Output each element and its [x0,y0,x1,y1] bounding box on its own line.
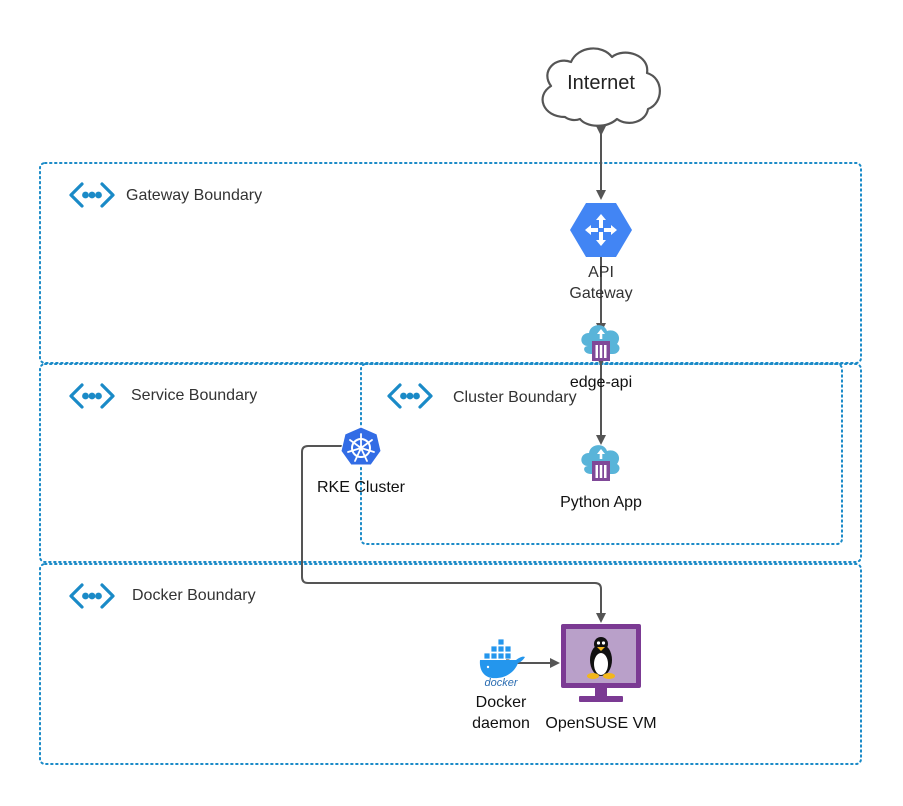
docker-daemon-node: docker Docker daemon [472,638,530,732]
api-gateway-label-line2: Gateway [569,285,632,302]
network-boundary-icon [69,583,115,609]
python-app-node: Python App [560,445,642,511]
docker-daemon-label-line2: daemon [472,715,530,732]
python-app-label: Python App [560,494,642,511]
api-gateway-icon [570,203,632,257]
network-boundary-icon [69,383,115,409]
api-gateway-node: API Gateway [569,203,633,302]
rke-cluster-label: RKE Cluster [317,479,406,496]
cloud-icon [541,47,661,127]
edge-api-node: edge-api [570,325,632,391]
internet-label: Internet [567,72,635,94]
opensuse-vm-node: OpenSUSE VM [545,624,657,732]
rke-vm-connector [301,441,606,623]
opensuse-vm-label: OpenSUSE VM [545,715,656,732]
docker-boundary-label: Docker Boundary [132,587,256,604]
docker-boundary: Docker Boundary [39,563,862,765]
gateway-boundary: Gateway Boundary [39,162,862,364]
edge-api-label: edge-api [570,374,632,391]
service-boundary-label: Service Boundary [131,387,257,404]
docker-logo-text: docker [484,677,518,689]
rke-cluster-node: RKE Cluster [317,426,406,496]
api-gateway-label-line1: API [588,264,614,281]
cloud-service-icon [581,325,620,361]
network-boundary-icon [69,182,115,208]
gateway-boundary-label: Gateway Boundary [126,187,262,204]
docker-daemon-label-line1: Docker [476,694,527,711]
kubernetes-icon [340,426,382,466]
internet-node: Internet [541,47,661,127]
service-boundary: Service Boundary [39,363,862,563]
cluster-boundary-label: Cluster Boundary [453,389,577,406]
network-boundary-icon [387,383,433,409]
docker-whale-icon: docker [479,638,525,689]
connectors [301,126,606,668]
linux-vm-icon [561,624,641,702]
cloud-service-icon [581,445,620,481]
